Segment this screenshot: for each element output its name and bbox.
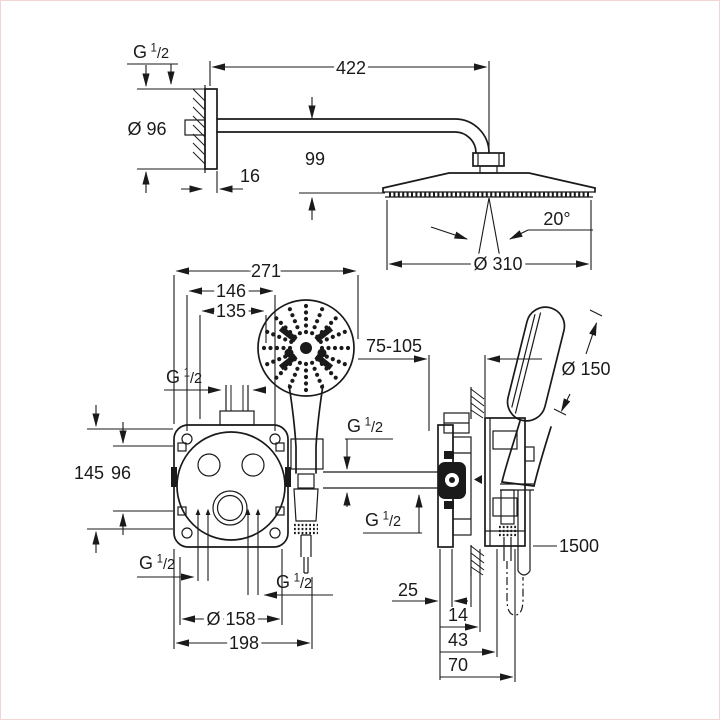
dim-arm-length: 422: [336, 58, 366, 78]
dimension-bottom-left-thread: G 1/2: [137, 553, 195, 581]
hand-shower-face: [257, 299, 355, 397]
dimension-head-diameter: Ø 310: [386, 200, 592, 278]
shower-arm: [216, 118, 505, 174]
hose-nut: [293, 488, 319, 522]
dim-hose-length: 1500: [559, 536, 599, 556]
dimension-arm-length: 422: [209, 55, 490, 149]
dimension-bottom-right-thread: G 1/2: [263, 572, 333, 599]
hose-outlet-tube: [517, 490, 531, 576]
hand-shower-hub: [300, 342, 312, 354]
outlet-circle-inner: [216, 494, 244, 522]
side-clip-right: [285, 467, 291, 487]
side-wall: [470, 387, 485, 576]
spray-cone: [430, 197, 593, 259]
dim-hand-shower-diameter: Ø 150: [561, 359, 610, 379]
screw-holes: [177, 433, 285, 539]
hand-shower-face-bars: [278, 325, 334, 371]
mixer-front-view: 271 146 135: [70, 258, 438, 657]
dimension-overall-width: 271: [173, 258, 359, 424]
wall-flange: [204, 88, 218, 170]
dim-outlet-thread: G 1/2: [365, 510, 401, 530]
dim-height-offset: 99: [305, 149, 325, 169]
dim-spray-angle: 20°: [543, 209, 570, 229]
dim-wall-thickness: 16: [240, 166, 260, 186]
dim-depth-c: 70: [448, 655, 468, 675]
dim-pipe-spacing: 135: [216, 301, 246, 321]
dim-depth-a: 14: [448, 605, 468, 625]
dim-bolt-circle: Ø 158: [206, 609, 255, 629]
bottom-port-marks: [195, 508, 261, 595]
hose-loop: [506, 561, 524, 616]
dim-thread-top: G 1/2: [133, 42, 169, 62]
dimension-total-width: 198: [173, 549, 313, 657]
mixer-trim: [437, 412, 482, 548]
supply-stub: [184, 119, 206, 136]
dimension-heights: 145 96: [70, 405, 173, 553]
dim-hose-thread: G 1/2: [347, 416, 383, 436]
dimension-wall-thickness: 16: [181, 166, 260, 193]
dimension-thread-top: G 1/2: [127, 42, 178, 85]
hand-shower-holder: [290, 438, 324, 470]
dim-trim-depth: 25: [398, 580, 418, 600]
dimension-hose-length: 1500: [533, 536, 599, 556]
dim-bottom-left-thread: G 1/2: [139, 553, 175, 573]
dimension-depths: 25 14 43 70: [392, 549, 516, 682]
dim-height-inner: 96: [111, 463, 131, 483]
rough-in-box: [484, 417, 535, 547]
hose-nut-side: [500, 489, 515, 525]
control-button-right: [241, 453, 265, 477]
dimension-flange-diameter: Ø 96: [124, 65, 205, 193]
flow-arrow: [474, 475, 482, 484]
dimension-hand-shower-diameter: Ø 150: [553, 309, 611, 416]
hand-shower-front: [257, 299, 355, 574]
control-button-left: [197, 453, 221, 477]
dimension-outlet-thread: G 1/2: [363, 494, 423, 534]
wall-hatch: [192, 85, 206, 173]
dim-height-outer: 145: [74, 463, 104, 483]
dimension-pipe-spacing: 135: [199, 298, 267, 419]
dim-hole-spacing: 146: [216, 281, 246, 301]
dimension-bolt-circle: Ø 158: [179, 549, 283, 633]
dim-bottom-right-thread: G 1/2: [276, 572, 312, 592]
hose-fitting-side: [503, 537, 512, 561]
mixer-side-view: 75-105 Ø 150 G 1/2 1500: [358, 306, 611, 682]
head-connector: [479, 165, 498, 174]
dimension-height-offset: 99: [299, 97, 385, 220]
dim-mounting-depth: 75-105: [366, 336, 422, 356]
dimension-hole-spacing: 146: [186, 278, 276, 431]
side-clip-left: [171, 467, 177, 487]
dimension-mounting-depth: 75-105: [358, 336, 542, 431]
dim-head-diameter: Ø 310: [473, 254, 522, 274]
head-shower-view: 422 G 1/2 Ø 96 99 16: [124, 42, 596, 278]
dim-flange-diameter: Ø 96: [127, 119, 166, 139]
dim-overall-width: 271: [251, 261, 281, 281]
dim-top-thread: G 1/2: [166, 367, 202, 387]
outlet-circle-outer: [212, 490, 248, 526]
dimension-top-thread: G 1/2: [164, 367, 266, 394]
rough-in-plate: [171, 385, 291, 595]
dim-depth-b: 43: [448, 630, 468, 650]
box-tab: [524, 446, 535, 462]
top-supply-stub: [219, 385, 255, 426]
dimension-hose-thread: G 1/2: [323, 416, 438, 507]
hose-thread-band: [297, 473, 315, 489]
head-shower: [382, 172, 596, 198]
dim-total-width: 198: [229, 633, 259, 653]
mixer-body-circle: [176, 431, 286, 541]
hose-fitting: [300, 534, 312, 574]
hand-shower-side: [499, 306, 566, 616]
